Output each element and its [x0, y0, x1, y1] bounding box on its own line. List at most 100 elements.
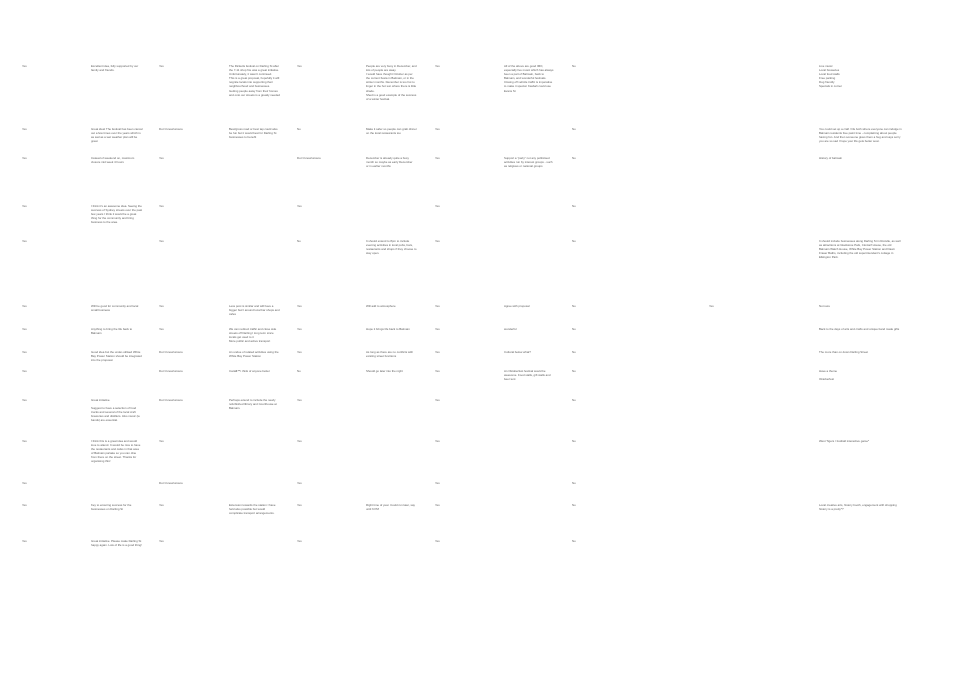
answer-cell: Yes — [435, 239, 440, 243]
answer-cell: Yes — [159, 539, 164, 543]
answer-cell: Yes — [159, 439, 164, 443]
answer-cell: No — [297, 369, 301, 373]
comment-cell: West Tigers / football interactive game* — [819, 439, 870, 443]
comment-cell: The more than on down Darling Street — [819, 350, 869, 354]
answer-cell: Yes — [435, 327, 440, 331]
answer-cell: Yes — [22, 503, 27, 507]
answer-cell: No — [572, 239, 576, 243]
answer-cell: Yes — [159, 204, 164, 208]
comment-cell: Less post is similar and will have a big… — [229, 304, 280, 317]
answer-cell: Yes — [297, 539, 302, 543]
answer-cell: No — [297, 239, 301, 243]
answer-cell: No — [572, 204, 576, 208]
comment-cell: Key to ensuring success for the business… — [91, 503, 132, 512]
comment-cell: Anything to bring the life back to Balma… — [91, 327, 133, 336]
comment-cell: December is already quite a busy month s… — [366, 156, 413, 169]
answer-cell: Yes — [22, 239, 27, 243]
comment-cell: Cultural below what? — [504, 350, 531, 354]
answer-cell: No — [572, 127, 576, 131]
answer-cell: Yes — [435, 304, 440, 308]
comment-cell: Instead of weekend on, maximum closure m… — [91, 156, 135, 165]
answer-cell: Don't know/unsure — [159, 481, 183, 485]
answer-cell: Yes — [297, 350, 302, 354]
answer-cell: Yes — [435, 481, 440, 485]
comment-cell: History of balmain — [819, 156, 843, 160]
answer-cell: Yes — [297, 481, 302, 485]
answer-cell: Yes — [435, 539, 440, 543]
comment-cell: It should include businesses along Darli… — [819, 239, 901, 260]
answer-cell: Yes — [22, 369, 27, 373]
answer-cell: No — [572, 369, 576, 373]
comment-cell: Will add to atmosphere — [366, 304, 396, 308]
comment-cell: Canâ€™t think of anyone better — [229, 369, 270, 373]
answer-cell: Yes — [22, 350, 27, 354]
answer-cell: Yes — [22, 327, 27, 331]
answer-cell: Yes — [297, 204, 302, 208]
answer-cell: No — [572, 439, 576, 443]
comment-cell: Great idea! The festival has been cancel… — [91, 127, 143, 144]
answer-cell: Yes — [22, 204, 27, 208]
answer-cell: Yes — [435, 439, 440, 443]
answer-cell: No — [297, 127, 301, 131]
comment-cell: Perhaps extend to include the newly refu… — [229, 398, 277, 411]
comment-cell: Should go later into the night — [366, 369, 403, 373]
comment-cell: I think it's an awesome idea. Seeing the… — [91, 204, 143, 225]
comment-cell: Live music Local breweries Local food st… — [819, 64, 842, 89]
answer-cell: No — [572, 481, 576, 485]
comment-cell: Make it safer so people can grab dinner … — [366, 127, 417, 136]
answer-cell: Yes — [159, 64, 164, 68]
comment-cell: Support a "party" not any politicised ac… — [504, 156, 553, 169]
answer-cell: No — [572, 304, 576, 308]
answer-cell: Yes — [435, 369, 440, 373]
answer-cell: Don't know/unsure — [159, 127, 183, 131]
answer-cell: Yes — [297, 398, 302, 402]
answer-cell: Yes — [159, 156, 164, 160]
answer-cell: Yes — [297, 439, 302, 443]
comment-cell: Back to the days of arts and crafts and … — [819, 327, 900, 331]
comment-cell: Best/gross road or best tap could also b… — [229, 127, 278, 140]
answer-cell: Yes — [22, 398, 27, 402]
answer-cell: No — [572, 503, 576, 507]
answer-cell: Yes — [22, 481, 27, 485]
answer-cell: No — [572, 350, 576, 354]
answer-cell: Don't know/unsure — [297, 156, 321, 160]
comment-cell: The Ricketts festival on Darling St afte… — [229, 64, 280, 97]
comment-cell: Great initiative. Please make Darling St… — [91, 539, 142, 548]
answer-cell: No — [572, 539, 576, 543]
answer-cell: Yes — [435, 156, 440, 160]
answer-cell: Yes — [435, 64, 440, 68]
answer-cell: Yes — [435, 503, 440, 507]
comment-cell: An undoe of related activities using the… — [229, 350, 279, 359]
comment-cell: Not sure — [819, 304, 830, 308]
answer-cell: Don't know/unsure — [159, 350, 183, 354]
comment-cell: Right time of year. Could run later, say… — [366, 503, 416, 512]
comment-cell: Hope it brings life back to Balmain — [366, 327, 410, 331]
answer-cell: Yes — [159, 239, 164, 243]
comment-cell: Extension towards the station I have hel… — [229, 503, 276, 516]
answer-cell: Don't know/unsure — [159, 398, 183, 402]
answer-cell: Yes — [22, 127, 27, 131]
comment-cell: Local creative arts, history booth, enga… — [819, 503, 897, 512]
answer-cell: Yes — [435, 350, 440, 354]
answer-cell: Yes — [22, 539, 27, 543]
answer-cell: Yes — [159, 304, 164, 308]
answer-cell: Yes — [22, 64, 27, 68]
comment-cell: You could set up a craft / life both whe… — [819, 127, 902, 144]
answer-cell: Yes — [22, 304, 27, 308]
answer-cell: Yes — [297, 64, 302, 68]
answer-cell: No — [572, 156, 576, 160]
answer-cell: Yes — [297, 503, 302, 507]
comment-cell: Have a theme Oktoberfest — [819, 369, 837, 382]
answer-cell: Don't know/unsure — [159, 369, 183, 373]
answer-cell: No — [572, 327, 576, 331]
answer-cell: Yes — [709, 304, 714, 308]
comment-cell: Good idea but the under-utilised White B… — [91, 350, 142, 363]
answer-cell: No — [572, 64, 576, 68]
comment-cell: People are very busy in December, and lo… — [366, 64, 417, 101]
answer-cell: Yes — [435, 398, 440, 402]
answer-cell: Yes — [435, 127, 440, 131]
comment-cell: It should extend to 8pm to include eveni… — [366, 239, 417, 256]
comment-cell: We can redirect traffic and close side s… — [229, 327, 277, 344]
comment-cell: I think this is a great idea and would l… — [91, 439, 141, 464]
